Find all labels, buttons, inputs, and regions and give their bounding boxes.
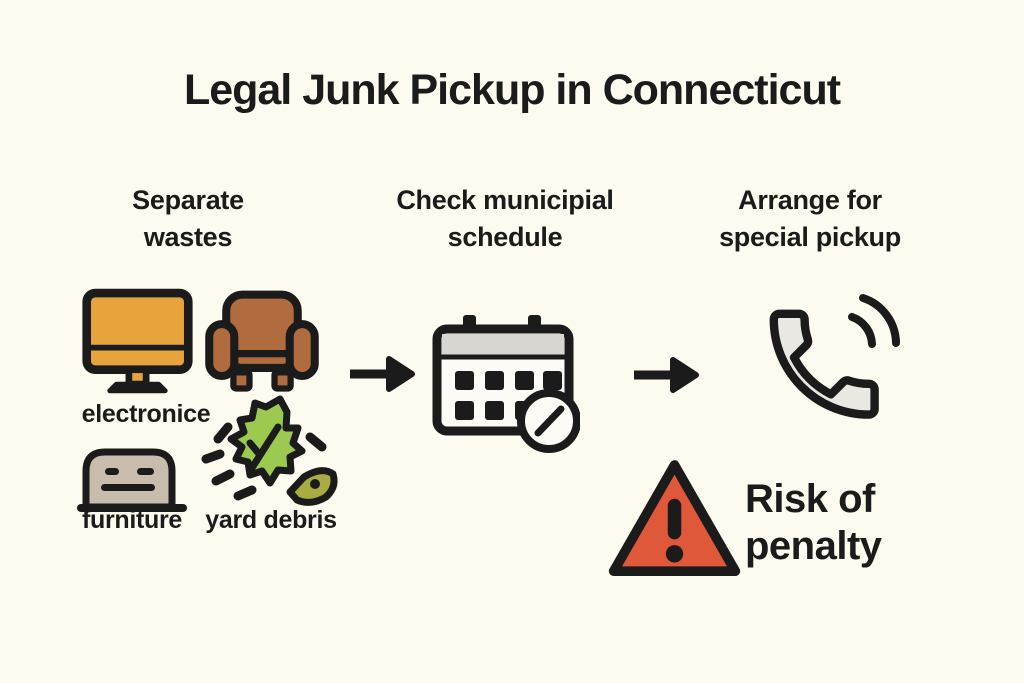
phone-call-icon xyxy=(769,294,900,419)
leaves-icon xyxy=(201,395,338,506)
monitor-icon xyxy=(82,288,193,394)
step-heading-arrange-pickup: Arrange for special pickup xyxy=(719,185,901,253)
arrow-right-icon xyxy=(350,356,415,392)
step-heading-check-schedule: Check municipial schedule xyxy=(396,185,614,253)
calendar-check-icon xyxy=(432,315,580,453)
warning-triangle-icon xyxy=(608,460,741,577)
dresser-icon xyxy=(77,448,187,512)
arrow-right-icon xyxy=(634,357,699,393)
page-title: Legal Junk Pickup in Connecticut xyxy=(183,66,841,114)
step-heading-separate-wastes: Separate wastes xyxy=(132,185,244,253)
label-electronics: electronice xyxy=(81,400,211,428)
label-yard-debris: yard debris xyxy=(205,506,337,534)
armchair-icon xyxy=(205,290,319,392)
risk-of-penalty-text: Risk of penalty xyxy=(745,477,882,568)
label-furniture: furniture xyxy=(81,506,183,534)
